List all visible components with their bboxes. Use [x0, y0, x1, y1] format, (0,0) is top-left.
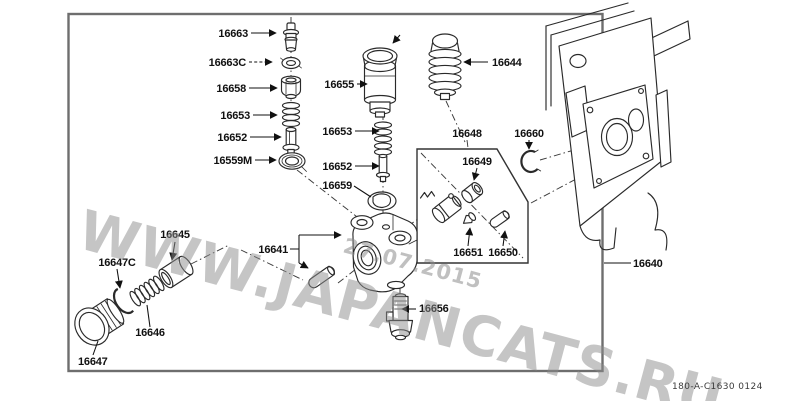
part-number-labels: 16663 16663C 16658 16653 16652 16559M 16… — [78, 28, 663, 368]
small-spring-icon — [419, 190, 436, 199]
part-label-16653-mid: 16653 — [322, 126, 352, 138]
cone-piece-16651 — [462, 212, 477, 224]
spring-16653-upper — [281, 101, 301, 128]
part-label-16653-upper: 16653 — [220, 110, 250, 122]
plug-16647 — [74, 298, 125, 346]
leader-lines — [92, 29, 631, 356]
part-label-16658: 16658 — [216, 83, 246, 95]
snap-ring-16647c — [112, 287, 135, 315]
sub-assembly-box-16648 — [416, 148, 529, 264]
part-label-16641: 16641 — [258, 244, 288, 256]
part-label-16652-upper: 16652 — [217, 132, 247, 144]
delivery-valve-holder-16655 — [362, 47, 398, 118]
valve-16663 — [282, 22, 300, 52]
gasket-16659 — [367, 191, 397, 211]
footer-drawing-code: 180-A-C1630 0124 — [672, 382, 763, 392]
part-label-16659: 16659 — [322, 180, 352, 192]
washer-16559m — [278, 152, 307, 172]
spring-16646 — [129, 275, 165, 307]
part-label-16660: 16660 — [514, 128, 544, 140]
pin-16652-mid — [375, 153, 391, 183]
middle-parts-column — [362, 47, 398, 211]
part-label-16651: 16651 — [453, 247, 483, 259]
washer-16663c — [280, 56, 302, 70]
relief-valve-chain — [74, 255, 194, 346]
part-label-16663c: 16663C — [209, 57, 247, 69]
part-label-16655: 16655 — [324, 79, 354, 91]
part-label-16646: 16646 — [135, 327, 165, 339]
plunger-16652-upper — [282, 126, 300, 155]
part-label-16656: 16656 — [419, 303, 449, 315]
pin-16650 — [489, 210, 510, 228]
part-label-16650: 16650 — [488, 247, 518, 259]
engine-block-drawing — [545, 2, 691, 251]
part-label-16648: 16648 — [452, 128, 482, 140]
piston-16645 — [158, 255, 194, 289]
part-label-16640: 16640 — [633, 258, 663, 270]
check-valve-piece — [431, 193, 462, 224]
part-label-16644: 16644 — [492, 57, 523, 69]
part-label-16652-mid: 16652 — [322, 161, 352, 173]
part-label-16647: 16647 — [78, 356, 108, 368]
valve-seat-16649 — [461, 182, 484, 204]
valve-16656 — [385, 293, 414, 341]
part-label-16649: 16649 — [462, 156, 492, 168]
valve-body-16641 — [350, 212, 418, 293]
part-label-16645: 16645 — [160, 229, 190, 241]
part-label-16663: 16663 — [218, 28, 248, 40]
nut-16658 — [280, 75, 302, 100]
upper-left-parts-column — [278, 22, 307, 172]
spring-16653-mid — [373, 121, 393, 156]
boot-16644 — [428, 33, 462, 101]
part-label-16559m: 16559M — [213, 155, 252, 167]
snap-ring-16660 — [520, 149, 542, 174]
part-label-16647c: 16647C — [98, 257, 136, 269]
slide-pin — [308, 265, 336, 289]
